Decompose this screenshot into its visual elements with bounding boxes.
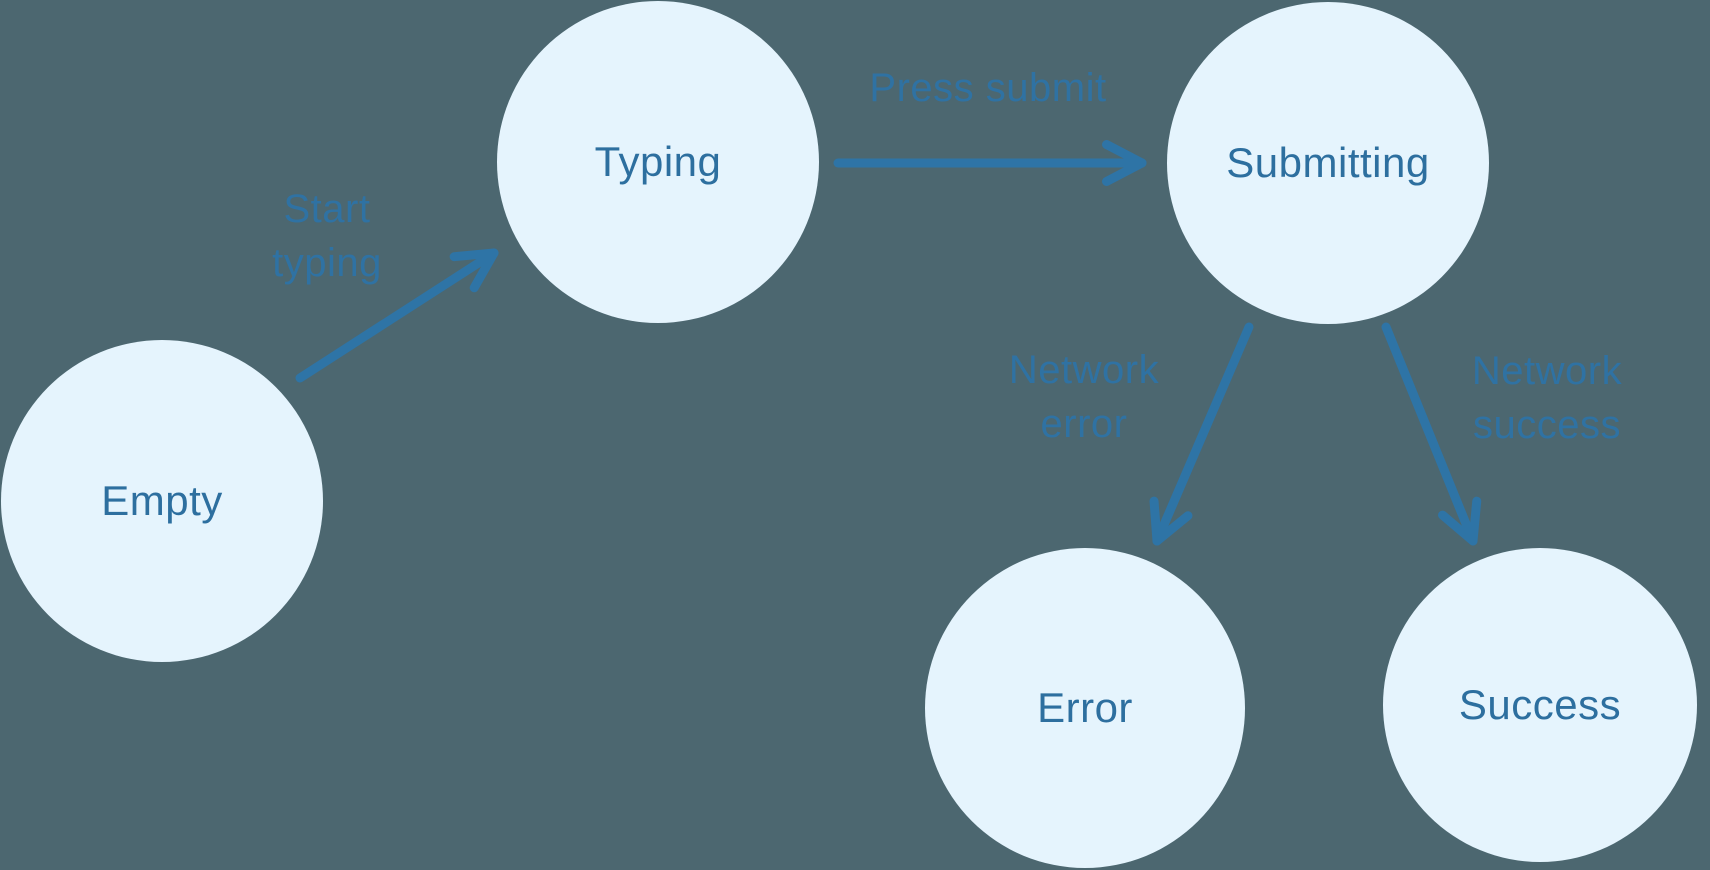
- state-node-error[interactable]: Error: [925, 548, 1245, 868]
- state-node-typing[interactable]: Typing: [497, 1, 819, 323]
- state-node-empty[interactable]: Empty: [1, 340, 323, 662]
- state-label-success: Success: [1458, 681, 1622, 728]
- transition-arrow-network-error: [1149, 322, 1254, 546]
- state-node-submitting[interactable]: Submitting: [1167, 2, 1489, 324]
- state-label-submitting: Submitting: [1226, 139, 1430, 186]
- edge-label-start-typing: Start typing: [272, 187, 382, 285]
- edge-label-network-success: Network success: [1471, 349, 1623, 447]
- state-label-error: Error: [1037, 684, 1133, 731]
- transition-arrow-start-typing: [295, 248, 499, 383]
- edge-label-network-error: Network error: [1008, 348, 1160, 446]
- state-label-empty: Empty: [101, 477, 223, 524]
- edge-label-press-submit: Press submit: [869, 66, 1107, 110]
- state-label-typing: Typing: [594, 138, 722, 185]
- state-node-success[interactable]: Success: [1383, 548, 1697, 862]
- transition-arrow-network-success: [1381, 322, 1482, 546]
- transition-arrow-press-submit: [833, 140, 1147, 186]
